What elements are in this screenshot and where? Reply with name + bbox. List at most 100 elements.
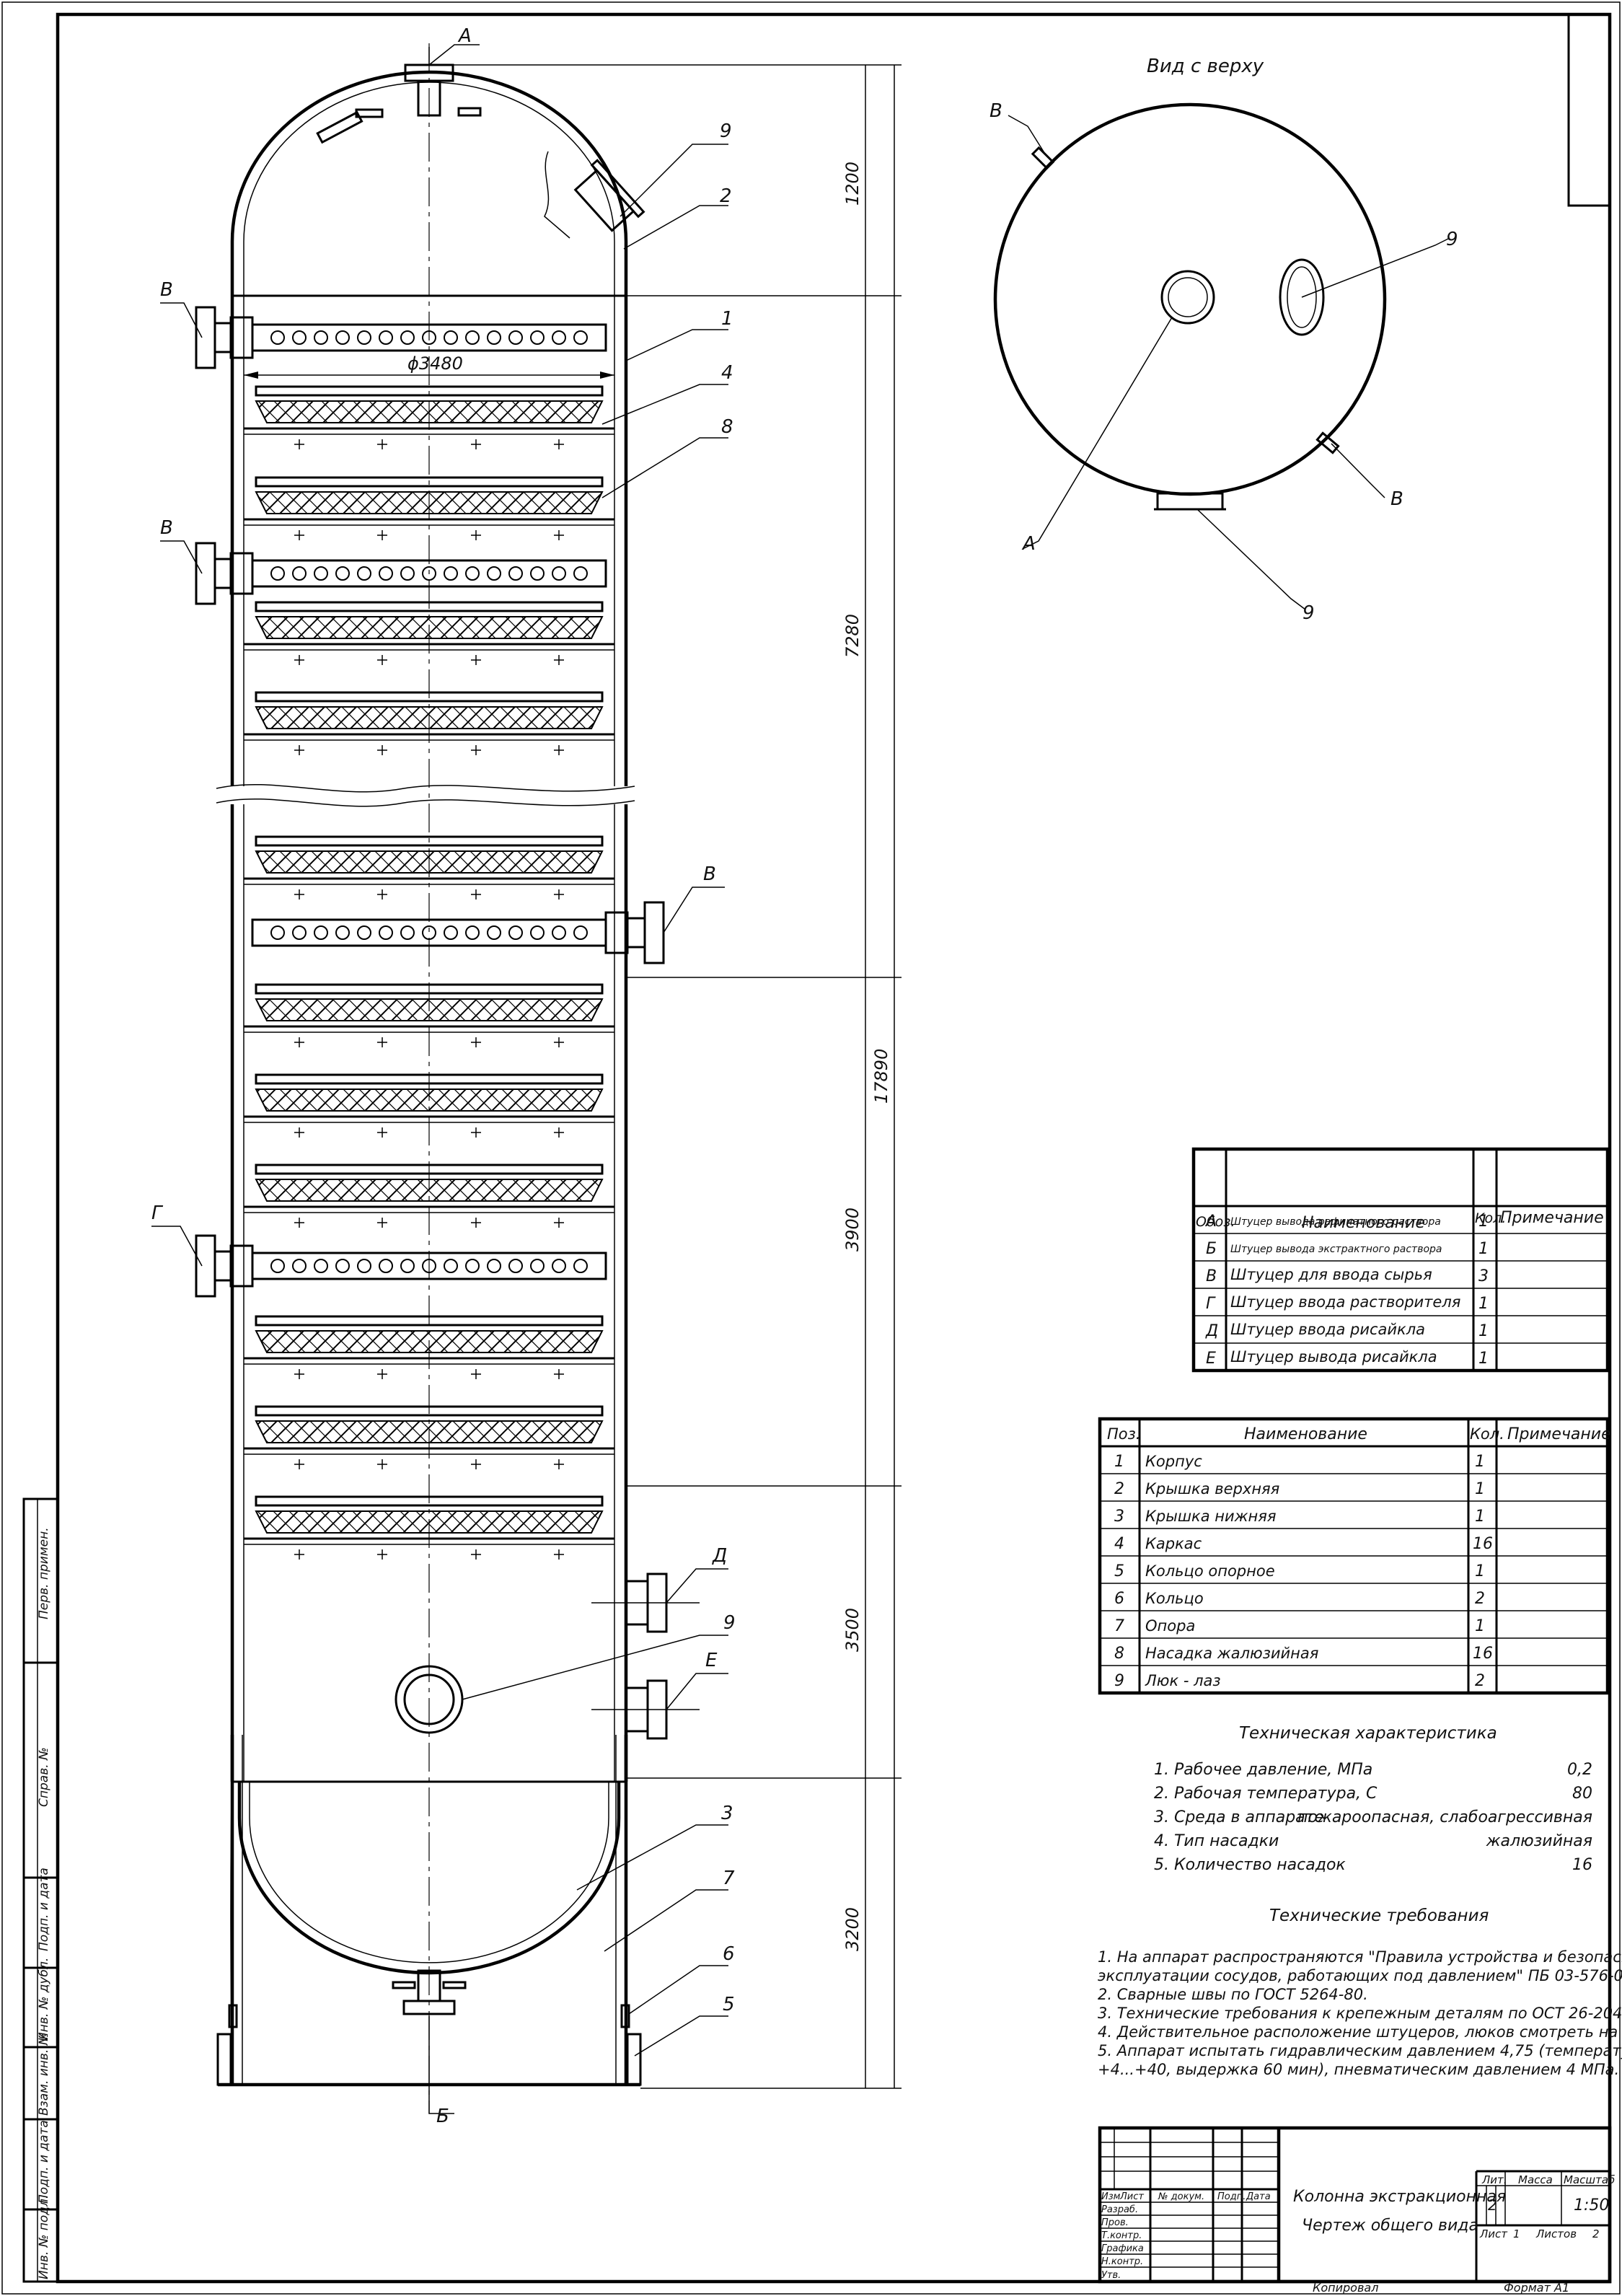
bolt-mark: [471, 1549, 481, 1560]
bolt-mark: [377, 530, 387, 540]
parts-qty-3: 1: [1475, 1508, 1485, 1526]
nozzle-name-b: Штуцер вывода экстрактного раствора: [1230, 1244, 1442, 1255]
bolt-mark: [471, 1218, 481, 1228]
distributor-pipes: [195, 306, 665, 1298]
packing-plate: [255, 601, 604, 612]
packing-plate: [255, 1164, 604, 1175]
leader-labels: А В В В Г Д Е Б 9 2 1 4 8 9 3 7 6 5: [151, 25, 736, 2127]
nozzle-qty-d: 1: [1478, 1322, 1489, 1340]
parts-pos-8: 8: [1114, 1645, 1124, 1663]
nozzle-code-b: Б: [1206, 1240, 1217, 1258]
bolt-mark: [377, 655, 387, 665]
label-a: А: [457, 25, 472, 47]
bolt-mark: [377, 1369, 387, 1379]
tech-req-line-5: 4. Действительное расположение штуцеров,…: [1098, 2023, 1622, 2041]
tb-lit-header: Лит.: [1481, 2173, 1507, 2186]
stamp-sprav: Справ. №: [37, 1747, 51, 1807]
nozzle-qty-e: 1: [1478, 1350, 1489, 1368]
bolt-mark: [377, 889, 387, 900]
nozzle-name-d: Штуцер ввода рисайкла: [1230, 1321, 1425, 1338]
bolt-mark: [554, 1037, 564, 1047]
corner-stamp: [1567, 13, 1611, 207]
tb-col-doc: № докум.: [1158, 2191, 1204, 2202]
bolt-mark: [554, 439, 564, 449]
packing-bed: [255, 706, 604, 729]
stamp-vzam-inv: Взам. инв. №: [37, 2033, 51, 2116]
manhole-lower-inner: [403, 1673, 455, 1725]
bolt-mark: [471, 655, 481, 665]
tech-char-value-3: пожароопасная, слабоагрессивная: [1297, 1808, 1592, 1826]
nozzle-header-name: Наименование: [1302, 1214, 1425, 1232]
bolt-mark: [554, 655, 564, 665]
parts-pos-7: 7: [1114, 1617, 1124, 1635]
parts-pos-9: 9: [1114, 1672, 1124, 1690]
pos-2: 2: [720, 185, 732, 207]
packing-bed: [255, 998, 604, 1021]
bolt-mark: [471, 745, 481, 755]
parts-header-note: Примечание: [1507, 1425, 1611, 1443]
parts-pos-2: 2: [1114, 1480, 1124, 1498]
tb-col-data: Дата: [1246, 2191, 1271, 2202]
parts-qty-2: 1: [1475, 1480, 1485, 1498]
nozzle-table: Обоз. Наименование Кол. Примечание А Шту…: [1191, 1147, 1610, 1373]
tb-sheets-label: Листов: [1535, 2227, 1577, 2240]
parts-pos-1: 1: [1114, 1453, 1124, 1471]
tb-role-nkontr: Н.контр.: [1101, 2256, 1143, 2267]
nozzle-qty-a: 1: [1478, 1213, 1489, 1231]
parts-name-6: Кольцо: [1145, 1590, 1204, 1607]
tb-sheet-value: 1: [1513, 2227, 1520, 2240]
top-view-manhole: [1279, 258, 1325, 336]
pos-5: 5: [723, 1994, 735, 2015]
pos-6: 6: [723, 1943, 735, 1965]
bolt-mark: [294, 1369, 304, 1379]
nozzle-code-d: Д: [1205, 1322, 1218, 1340]
bolt-mark: [471, 889, 481, 900]
parts-name-1: Корпус: [1145, 1453, 1202, 1470]
nozzle-header-code: Обоз.: [1196, 1214, 1235, 1230]
nozzle-name-a: Штуцер вывода рафинатного раствора: [1230, 1216, 1441, 1228]
bottom-cover: [237, 1782, 621, 1975]
tech-req-line-2: эксплуатации сосудов, работающих под дав…: [1098, 1967, 1622, 1984]
nozzle-code-e: Е: [1206, 1350, 1216, 1368]
bolt-mark: [294, 1037, 304, 1047]
top-cover: [230, 70, 628, 296]
tech-req-title: Технические требования: [1269, 1906, 1489, 1925]
parts-qty-5: 1: [1475, 1562, 1485, 1580]
tech-char-label-1: 1. Рабочее давление, МПа: [1154, 1761, 1372, 1779]
manhole-top: [573, 159, 645, 232]
parts-pos-3: 3: [1114, 1508, 1124, 1526]
nozzle-qty-g: 1: [1478, 1295, 1489, 1313]
nozzle-code-v: В: [1206, 1267, 1217, 1285]
nozzle-name-v: Штуцер для ввода сырья: [1230, 1266, 1432, 1283]
packing-plate: [255, 835, 604, 847]
bolt-mark: [294, 530, 304, 540]
bolt-mark: [294, 1459, 304, 1469]
bolt-mark: [554, 1218, 564, 1228]
top-view-nozzle-a: [1160, 270, 1215, 325]
top-view-label-a: А: [1021, 533, 1036, 555]
tb-scale-value: 1:50: [1574, 2196, 1609, 2214]
packing-bed: [255, 400, 604, 423]
side-stamp: Перв. примен. Справ. № Подп. и дата Инв.…: [22, 1497, 59, 2283]
pos-8: 8: [721, 416, 733, 438]
tech-char-label-4: 4. Тип насадки: [1154, 1832, 1279, 1850]
copied-label: Копировал: [1313, 2281, 1378, 2295]
label-v-1: В: [160, 279, 173, 301]
bolt-mark: [294, 1218, 304, 1228]
bolt-mark: [377, 1127, 387, 1138]
dim-3200: 3200: [842, 1907, 863, 1951]
pos-9-lower: 9: [723, 1612, 736, 1634]
bolt-mark: [294, 1127, 304, 1138]
bolt-mark: [554, 889, 564, 900]
nozzle-name-e: Штуцер вывода рисайкла: [1230, 1348, 1437, 1365]
packing-bed: [255, 491, 604, 514]
parts-name-9: Люк - лаз: [1145, 1672, 1221, 1689]
tb-role-tkontr: Т.контр.: [1101, 2230, 1142, 2241]
packing-stages: [244, 385, 614, 1560]
nozzle-code-g: Г: [1206, 1295, 1216, 1313]
tech-char-label-5: 5. Количество насадок: [1154, 1856, 1346, 1874]
nozzle-b: [402, 1969, 456, 2015]
bolt-mark: [377, 1218, 387, 1228]
